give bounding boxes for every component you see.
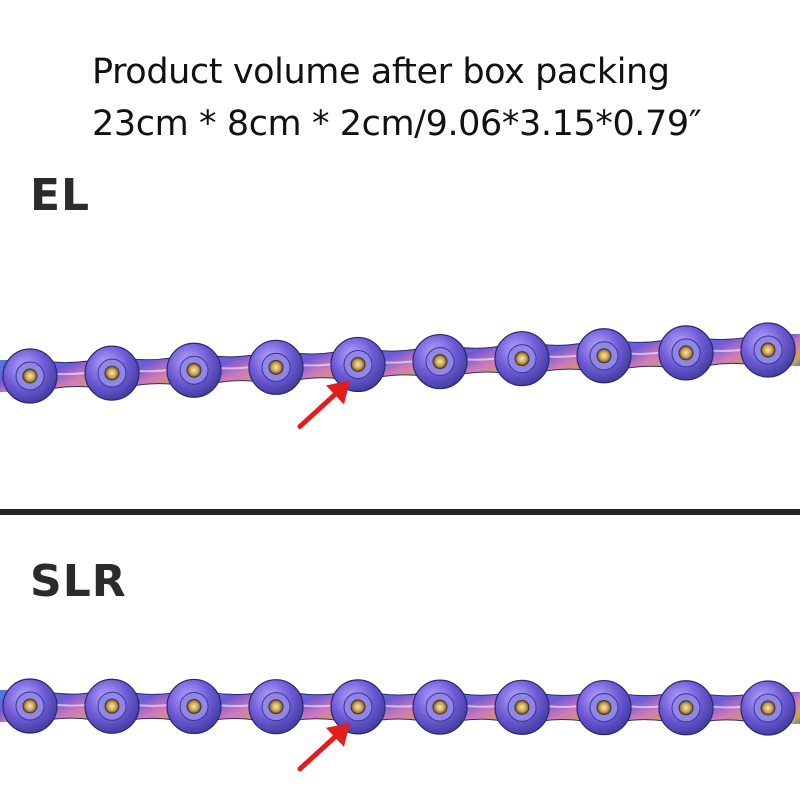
chain-roller <box>494 679 550 735</box>
slr-label: SLR <box>30 556 127 607</box>
chain-roller <box>84 345 140 401</box>
slr-chain-photo <box>0 660 800 780</box>
chain-roller <box>658 680 714 736</box>
chain-roller <box>576 679 632 736</box>
chain-roller <box>330 679 386 735</box>
chain-roller <box>658 325 714 381</box>
chain-roller <box>494 331 550 387</box>
el-label: EL <box>30 170 91 221</box>
headline: Product volume after box packing 23cm * … <box>92 46 792 150</box>
chain-roller <box>166 342 222 398</box>
el-chain-graphic <box>0 322 800 429</box>
chain-roller <box>166 678 222 735</box>
chain-roller <box>248 679 304 735</box>
chain-roller <box>84 678 140 734</box>
headline-line-1: Product volume after box packing <box>92 52 670 92</box>
chain-roller <box>412 679 468 735</box>
red-arrow-icon <box>297 722 350 772</box>
chain-roller <box>740 322 796 378</box>
el-chain-photo <box>0 310 800 440</box>
chain-roller <box>2 348 58 404</box>
chain-roller <box>740 680 796 736</box>
chain-roller <box>412 333 468 390</box>
slr-chain-graphic <box>0 678 800 772</box>
chain-roller <box>576 328 632 384</box>
red-arrow-icon <box>297 380 350 429</box>
headline-line-2: 23cm * 8cm * 2cm/9.06*3.15*0.79″ <box>92 104 702 144</box>
chain-roller <box>330 336 386 393</box>
section-divider <box>0 509 800 515</box>
chain-roller <box>248 339 304 395</box>
chain-roller <box>2 678 58 734</box>
